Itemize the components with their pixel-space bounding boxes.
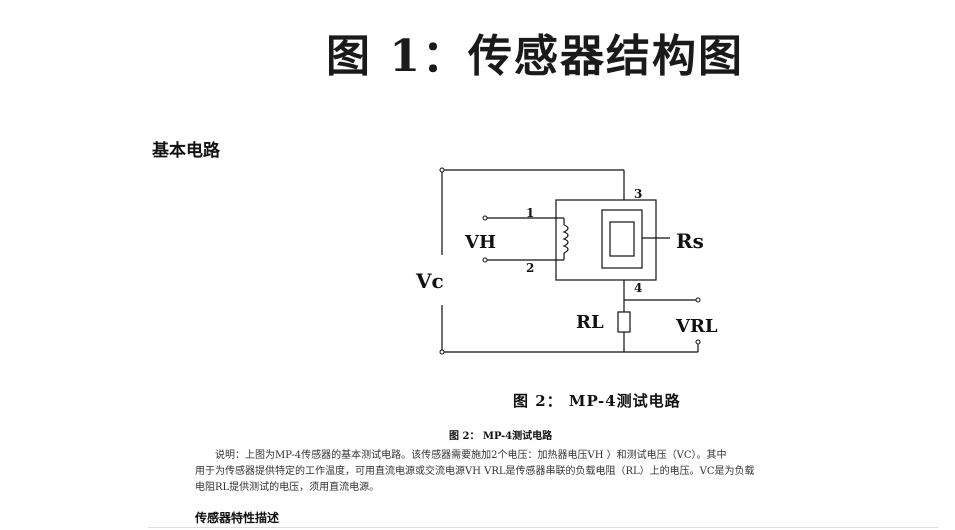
figure-2-caption-small: 图 2： MP-4测试电路 — [449, 431, 553, 442]
description-line-1: 说明：上图为MP-4传感器的基本测试电路。该传感器需要施加2个电压：加热器电压V… — [215, 450, 727, 461]
label-pin-3: 3 — [634, 187, 642, 201]
load-resistor — [617, 311, 631, 333]
sensor-housing — [555, 199, 657, 281]
label-rs: Rs — [676, 229, 704, 253]
sensing-element — [601, 209, 643, 269]
section-heading-basic-circuit: 基本电路 — [152, 141, 220, 161]
figure-2-caption: 图 2： MP-4测试电路 — [513, 392, 681, 410]
circuit-terminals — [439, 167, 701, 355]
description-line-2: 用于为传感器提供特定的工作温度，可用直流电源或交流电源VH VRL是传感器串联的… — [195, 466, 755, 477]
section-heading-characteristics: 传感器特性描述 — [195, 511, 280, 525]
circuit-diagram: Vc VH Rs RL VRL 1 2 3 4 — [415, 167, 718, 355]
label-rl: RL — [576, 312, 604, 333]
divider — [148, 527, 938, 528]
heater-coil — [562, 224, 569, 254]
label-vc: Vc — [415, 269, 444, 293]
label-pin-2: 2 — [526, 261, 534, 275]
page-title: 图 1：传感器结构图 — [326, 31, 744, 82]
description-paragraph: 说明：上图为MP-4传感器的基本测试电路。该传感器需要施加2个电压：加热器电压V… — [195, 448, 835, 496]
label-vrl: VRL — [675, 316, 718, 337]
label-pin-1: 1 — [526, 206, 534, 220]
label-pin-4: 4 — [634, 281, 642, 295]
circuit-wires — [441, 169, 699, 353]
label-vh: VH — [464, 232, 496, 253]
description-line-3: 电阻RL提供测试的电压，须用直流电源。 — [195, 482, 380, 493]
